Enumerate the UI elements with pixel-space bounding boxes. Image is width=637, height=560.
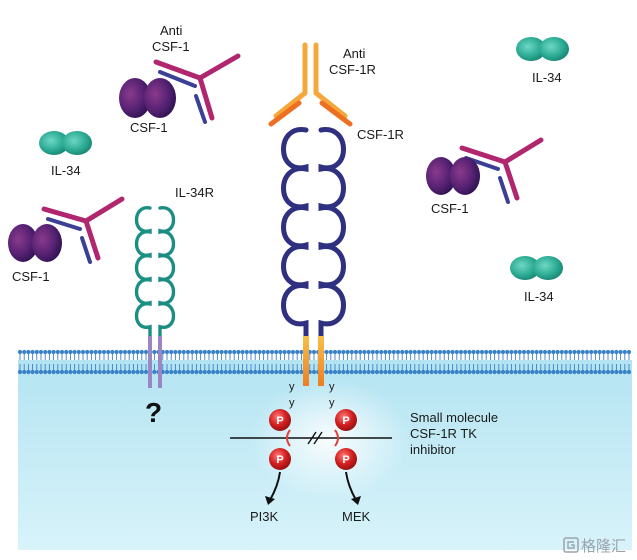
watermark-logo: 格隆汇 xyxy=(563,537,626,555)
inhibitor-label-line3: inhibitor xyxy=(410,442,456,457)
csf1-ligand-right xyxy=(426,157,480,195)
kinase-glow xyxy=(250,380,410,500)
il34-ligand-left xyxy=(39,131,92,155)
watermark-text: 格隆汇 xyxy=(581,537,626,555)
cell-membrane xyxy=(17,349,632,375)
csf1-ligand-left xyxy=(8,224,62,262)
tyrosine-label: y xyxy=(289,397,295,409)
anti-csf1-label-line2: CSF-1 xyxy=(152,39,190,54)
phospho-label: P xyxy=(342,454,349,466)
il34-ligand-right xyxy=(510,256,563,280)
il34-label-right: IL-34 xyxy=(524,289,554,304)
il34-label-top-right: IL-34 xyxy=(532,70,562,85)
il34-receptor xyxy=(134,206,176,388)
phospho-top-left: P xyxy=(269,409,291,431)
il34r-label: IL-34R xyxy=(175,185,214,200)
mek-label: MEK xyxy=(342,509,371,524)
csf1r-receptor xyxy=(281,127,346,386)
inhibitor-label-line1: Small molecule xyxy=(410,410,498,425)
phospho-top-right: P xyxy=(335,409,357,431)
il34r-unknown-signaling: ? xyxy=(145,397,162,428)
il34-label-left: IL-34 xyxy=(51,163,81,178)
phospho-label: P xyxy=(276,415,283,427)
anti-csf1r-antibody xyxy=(268,42,353,127)
inhibitor-label-line2: CSF-1R TK xyxy=(410,426,477,441)
phospho-bottom-right: P xyxy=(335,448,357,470)
csf1-label-right: CSF-1 xyxy=(431,201,469,216)
mek-arrow xyxy=(345,471,361,505)
phospho-bottom-left: P xyxy=(269,448,291,470)
pi3k-arrow xyxy=(265,471,281,505)
anti-csf1r-label-line2: CSF-1R xyxy=(329,62,376,77)
csf1-label-top: CSF-1 xyxy=(130,120,168,135)
anti-csf1-antibody-left xyxy=(41,196,125,264)
il34-ligand-top-right xyxy=(516,37,569,61)
csf1-label-left: CSF-1 xyxy=(12,269,50,284)
phospho-label: P xyxy=(276,454,283,466)
csf1r-label: CSF-1R xyxy=(357,127,404,142)
tyrosine-label: y xyxy=(289,381,295,393)
csf1-ligand-top xyxy=(119,78,176,118)
phospho-label: P xyxy=(342,415,349,427)
anti-csf1-label-line1: Anti xyxy=(160,23,183,38)
tyrosine-label: y xyxy=(329,397,335,409)
inhibitor-bar xyxy=(230,429,392,447)
anti-csf1-antibody-top xyxy=(153,53,241,124)
pi3k-label: PI3K xyxy=(250,509,279,524)
tyrosine-label: y xyxy=(329,381,335,393)
anti-csf1r-label-line1: Anti xyxy=(343,46,366,61)
